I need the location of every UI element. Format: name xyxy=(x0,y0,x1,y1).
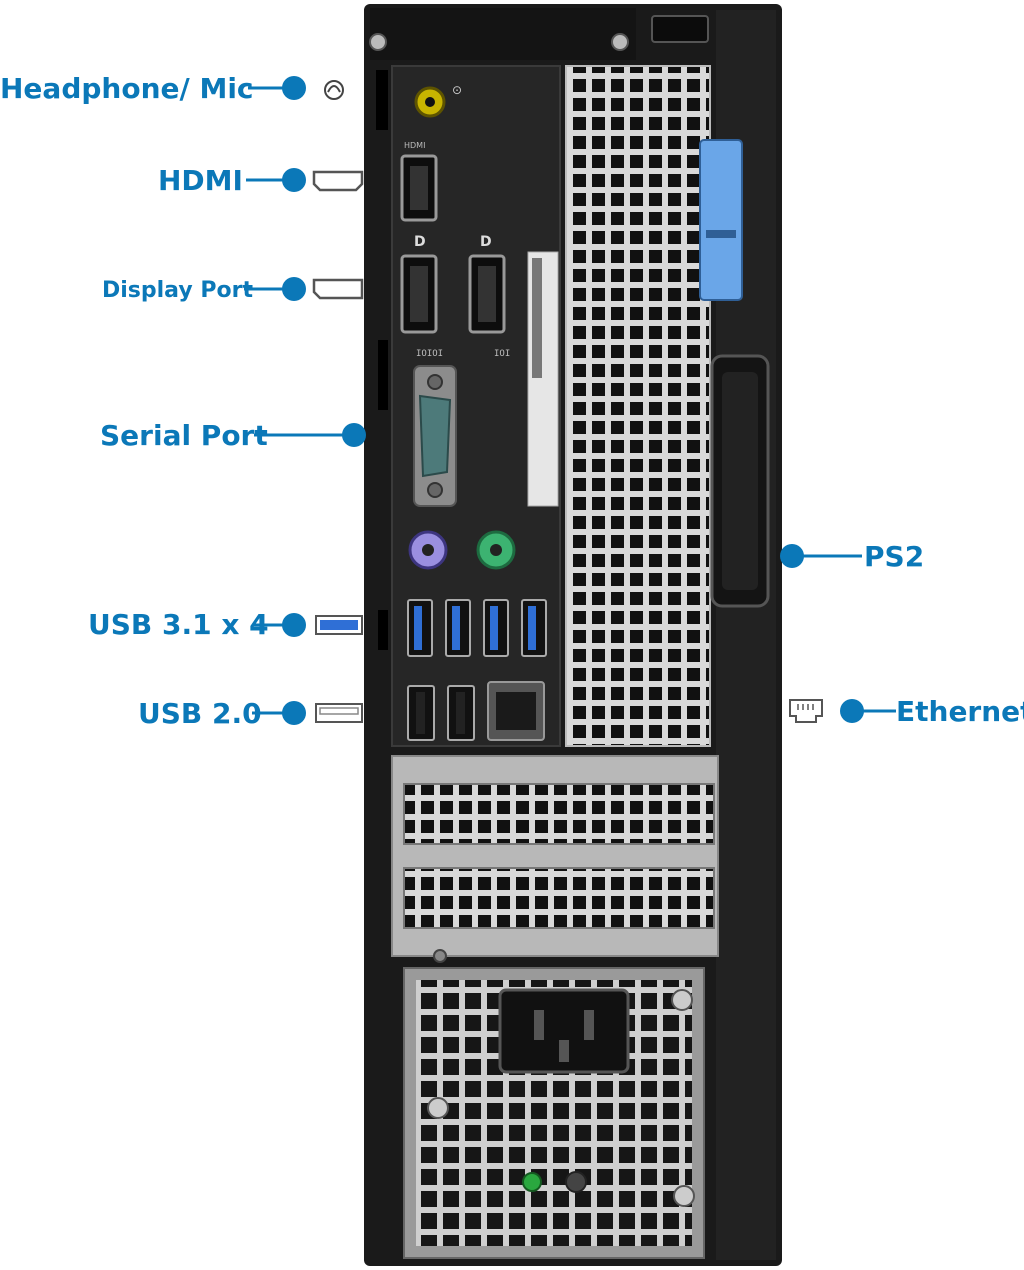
displayport-inner xyxy=(410,266,428,322)
callout-label: Display Port xyxy=(102,278,253,303)
displayport-inner xyxy=(478,266,496,322)
callout-label: HDMI xyxy=(158,164,243,197)
side-slot xyxy=(378,610,388,650)
usb3-tongue xyxy=(414,606,422,650)
displayport-icon xyxy=(312,278,364,300)
io-panel: ⊙ HDMI D D IOIOI IOI xyxy=(391,65,561,747)
callout-label: PS2 xyxy=(864,540,924,573)
ps2-slot-handle-inner xyxy=(722,372,758,590)
chassis-top-lip xyxy=(370,8,636,60)
chassis-latch[interactable] xyxy=(699,139,743,301)
usb3-tongue xyxy=(528,606,536,650)
callout-dot xyxy=(282,168,306,192)
expansion-slot-cover[interactable] xyxy=(403,867,715,929)
ethernet-icon xyxy=(789,699,823,723)
power-inlet-pin xyxy=(534,1010,544,1040)
power-inlet-pin xyxy=(559,1040,569,1062)
serial-port[interactable] xyxy=(418,394,452,478)
callout-ps2: PS2 xyxy=(780,540,924,573)
headphone-icon xyxy=(324,80,344,100)
serial-screw xyxy=(427,482,443,498)
audio-jack-hole xyxy=(425,97,435,107)
psu-status-led xyxy=(522,1172,542,1192)
side-slot xyxy=(376,70,388,130)
psu-test-button[interactable] xyxy=(565,1171,587,1193)
callout-hdmi: HDMI xyxy=(158,164,364,197)
power-inlet-pin xyxy=(584,1010,594,1040)
callout-usb-2-0: USB 2.0 xyxy=(138,697,363,730)
usb2-tongue xyxy=(416,692,425,734)
usb3-port-group xyxy=(407,599,547,657)
callout-label: USB 2.0 xyxy=(138,697,262,730)
callout-ethernet: Ethernet xyxy=(789,695,1024,728)
thumbscrew-top-left xyxy=(369,33,387,51)
dp-glyph: D xyxy=(480,234,492,250)
power-supply xyxy=(403,967,705,1259)
psu-screw xyxy=(427,1097,449,1119)
hdmi-port-inner xyxy=(410,166,428,210)
callout-dot xyxy=(282,76,306,100)
usb2-icon xyxy=(315,703,363,723)
callout-display-port: Display Port xyxy=(102,277,364,303)
ethernet-port-inner xyxy=(496,692,536,730)
callout-usb-3-1: USB 3.1 x 4 xyxy=(88,608,363,641)
callout-serial-port: Serial Port xyxy=(100,419,366,452)
psu-screw xyxy=(671,989,693,1011)
thumbscrew-top-mid xyxy=(611,33,629,51)
top-tab xyxy=(651,15,709,43)
ps2-pin-hole xyxy=(422,544,434,556)
slot-screw xyxy=(433,949,447,963)
hdmi-glyph: HDMI xyxy=(404,141,425,150)
callout-dot xyxy=(282,613,306,637)
callout-label: USB 3.1 x 4 xyxy=(88,608,269,641)
ps2-pin-hole xyxy=(490,544,502,556)
usb3-tongue xyxy=(490,606,498,650)
sticker-barcode xyxy=(532,258,542,378)
serial-glyph: IOIOI xyxy=(416,349,443,359)
psu-vent-grille xyxy=(565,65,711,747)
callout-dot xyxy=(282,701,306,725)
callout-headphone-mic: Headphone/ Mic xyxy=(0,72,344,105)
callout-label: Headphone/ Mic xyxy=(0,72,254,105)
hdmi-icon xyxy=(312,170,364,192)
usb2-tongue xyxy=(456,692,465,734)
callout-label: Serial Port xyxy=(100,419,268,452)
side-slot xyxy=(378,340,388,410)
usb3-icon xyxy=(315,615,363,635)
expansion-slot-cover[interactable] xyxy=(403,783,715,845)
serial-screw xyxy=(427,374,443,390)
usb3-tongue xyxy=(452,606,460,650)
latch-grip xyxy=(706,230,736,238)
power-inlet[interactable] xyxy=(498,988,630,1074)
psu-screw xyxy=(673,1185,695,1207)
callout-label: Ethernet xyxy=(896,695,1024,728)
audio-glyph: ⊙ xyxy=(452,83,462,97)
serial-glyph: IOI xyxy=(494,349,510,359)
dp-glyph: D xyxy=(414,234,426,250)
expansion-slots xyxy=(391,755,719,963)
callout-dot xyxy=(282,277,306,301)
callout-dot xyxy=(342,423,366,447)
